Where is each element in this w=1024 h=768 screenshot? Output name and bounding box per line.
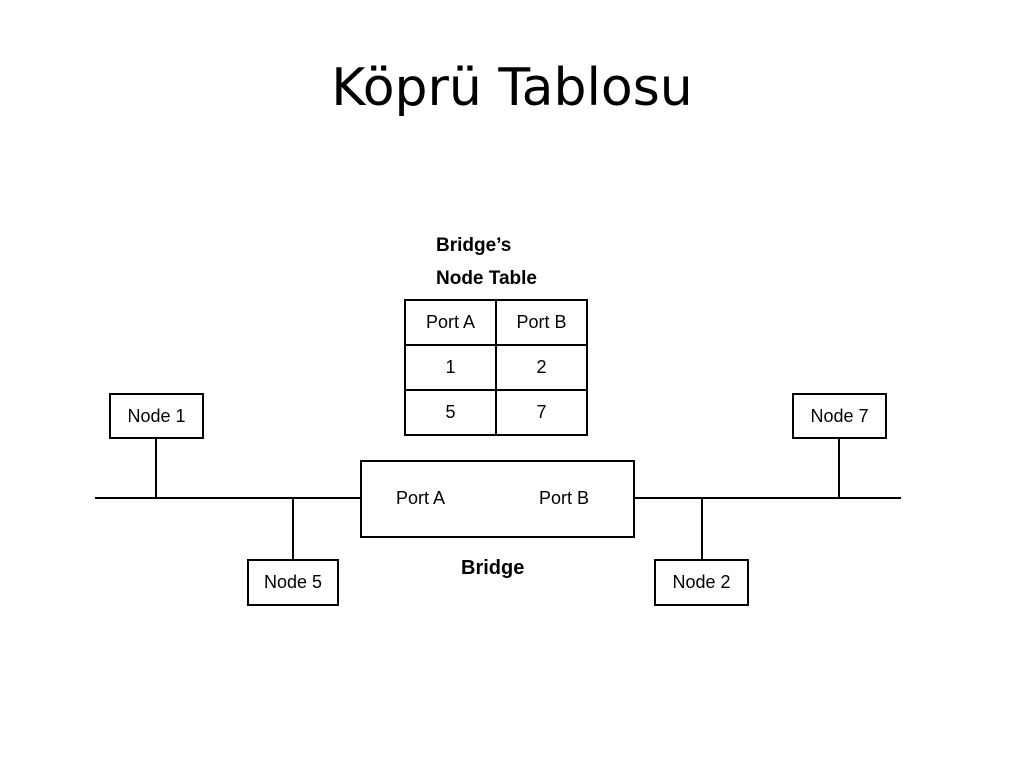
- node2-drop-wire: [701, 498, 703, 560]
- bridge-node-table: Port A Port B 1 2 5 7: [404, 299, 588, 436]
- bridge-port-a-label: Port A: [390, 487, 452, 509]
- node-7: Node 7: [792, 393, 887, 439]
- node7-drop-wire: [838, 437, 840, 498]
- table-header-row: Port A Port B: [404, 299, 588, 346]
- left-segment-wire: [95, 497, 385, 499]
- node-2: Node 2: [654, 559, 749, 606]
- node-table-heading-line1: Bridge’s: [436, 235, 512, 256]
- table-row: 1 2: [404, 344, 588, 391]
- bridge-caption: Bridge: [461, 557, 525, 579]
- table-row: 5 7: [404, 389, 588, 436]
- slide-title: Köprü Tablosu: [331, 58, 693, 118]
- right-segment-wire: [610, 497, 901, 499]
- table-cell: 7: [495, 389, 588, 436]
- node5-drop-wire: [292, 498, 294, 560]
- node-5: Node 5: [247, 559, 339, 606]
- node-table-heading-line2: Node Table: [436, 268, 537, 289]
- node1-drop-wire: [155, 437, 157, 498]
- column-header-port-b: Port B: [495, 299, 588, 346]
- bridge-port-b-label: Port B: [533, 487, 596, 509]
- table-cell: 2: [495, 344, 588, 391]
- node-1: Node 1: [109, 393, 204, 439]
- column-header-port-a: Port A: [404, 299, 497, 346]
- table-cell: 5: [404, 389, 497, 436]
- table-cell: 1: [404, 344, 497, 391]
- node-table-heading: Bridge’s Node Table: [436, 229, 537, 295]
